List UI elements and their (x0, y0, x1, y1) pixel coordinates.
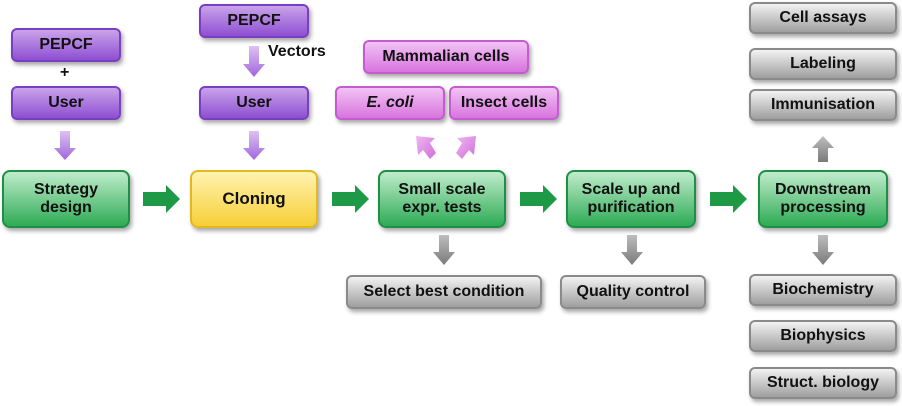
struct-biology-label: Struct. biology (767, 374, 879, 392)
user-label-1: User (48, 94, 84, 112)
select-best-condition-label: Select best condition (363, 283, 525, 301)
struct-biology-box: Struct. biology (749, 367, 897, 399)
cloning-label: Cloning (222, 188, 286, 208)
biochemistry-label: Biochemistry (772, 281, 874, 299)
arrow-user2-to-cloning (243, 131, 265, 160)
immunisation-label: Immunisation (770, 96, 875, 114)
arrow-to-insect-cells (456, 136, 476, 159)
select-best-condition-box: Select best condition (346, 275, 542, 309)
pepcf-box-2: PEPCF (199, 4, 309, 38)
mammalian-cells-label: Mammalian cells (382, 48, 510, 66)
arrow-to-biochemistry (812, 235, 834, 265)
scale-up-purification-label: Scale up and purification (581, 181, 681, 216)
arrow-pepcf2-to-user2 (243, 46, 265, 77)
plus-sign: + (60, 64, 70, 81)
downstream-processing-box: Downstream processing (758, 170, 888, 228)
quality-control-label: Quality control (576, 283, 690, 301)
quality-control-box: Quality control (560, 275, 706, 309)
user-label-2: User (236, 94, 272, 112)
e-coli-label: E. coli (366, 94, 414, 112)
scale-up-purification-box: Scale up and purification (566, 170, 696, 228)
user-box-2: User (199, 86, 309, 120)
biochemistry-box: Biochemistry (749, 274, 897, 306)
pepcf-label-1: PEPCF (39, 36, 93, 54)
mammalian-cells-box: Mammalian cells (363, 40, 529, 74)
vectors-label: Vectors (268, 43, 326, 60)
biophysics-box: Biophysics (749, 320, 897, 352)
arrow-user1-to-strategy (54, 131, 76, 160)
cell-assays-label: Cell assays (779, 9, 867, 27)
arrow-small-scale-to-scale-up (520, 185, 557, 213)
labeling-label: Labeling (790, 55, 856, 73)
pepcf-box-1: PEPCF (11, 28, 121, 62)
pepcf-label-2: PEPCF (227, 12, 281, 30)
e-coli-box: E. coli (335, 86, 445, 120)
user-box-1: User (11, 86, 121, 120)
cloning-box: Cloning (190, 170, 318, 228)
arrow-to-e-coli (416, 136, 436, 159)
cell-assays-box: Cell assays (749, 2, 897, 34)
strategy-design-label: Strategy design (33, 181, 99, 216)
labeling-box: Labeling (749, 48, 897, 80)
arrow-to-select-best (433, 235, 455, 265)
small-scale-tests-box: Small scale expr. tests (378, 170, 506, 228)
insect-cells-label: Insect cells (460, 94, 548, 112)
immunisation-box: Immunisation (749, 89, 897, 121)
insect-cells-box: Insect cells (449, 86, 559, 120)
small-scale-tests-label: Small scale expr. tests (398, 181, 486, 216)
arrow-to-quality-control (621, 235, 643, 265)
downstream-processing-label: Downstream processing (774, 181, 872, 216)
biophysics-label: Biophysics (780, 327, 866, 345)
arrow-strategy-to-cloning (143, 185, 180, 213)
arrow-to-immunisation (812, 136, 834, 162)
arrow-scale-up-to-downstream (710, 185, 747, 213)
strategy-design-box: Strategy design (2, 170, 130, 228)
arrow-cloning-to-small-scale (332, 185, 369, 213)
